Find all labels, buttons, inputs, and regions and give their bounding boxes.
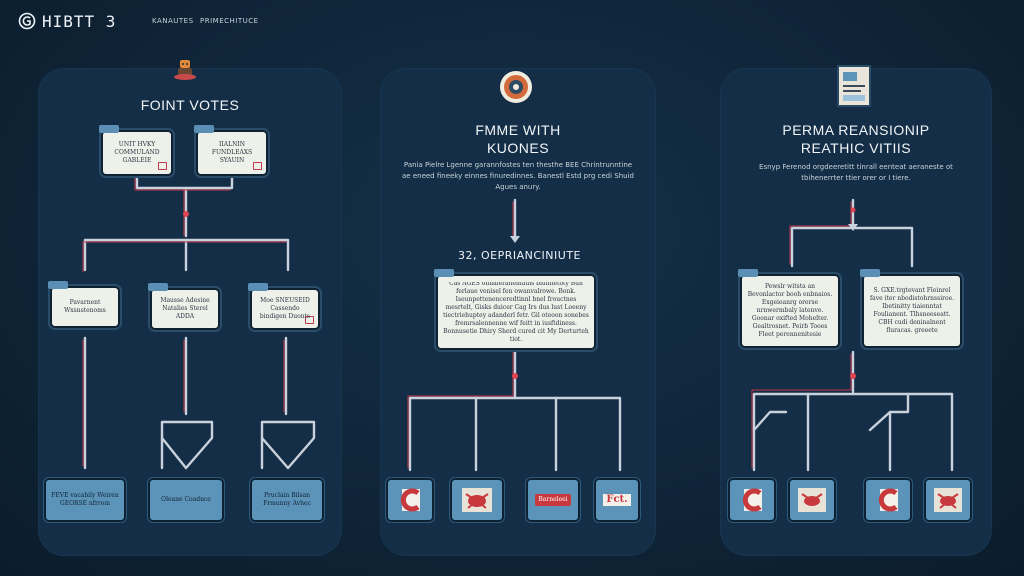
- crab-icon: [934, 488, 962, 512]
- right-card-1[interactable]: Pewslr witsta an Bevonlactor booh enbnai…: [738, 269, 838, 346]
- panel-left-title: FOINT VOTES: [140, 97, 240, 113]
- leaf-text: Oleane Coadnce: [161, 496, 211, 503]
- panel-center-title-line2: KUONES: [486, 140, 550, 156]
- card-text: Cas AGES onnaleraneihauis biunnetoty Bun…: [443, 282, 589, 342]
- panel-center-section-heading: 32, OEPRIANCINIUTE: [458, 249, 581, 262]
- left-mid-card-1[interactable]: Pavarnent Wxsnstenoms: [48, 281, 118, 326]
- gear-emblem-icon: [500, 71, 532, 103]
- leaf-label: Fct.: [603, 494, 631, 506]
- card-text: S. GXE.trgtevant Fleinrel fave iter nbod…: [869, 287, 955, 334]
- right-leaf-2[interactable]: [790, 480, 834, 520]
- left-leaf-3[interactable]: Pruclain Bilsan Frmunny Avhec: [252, 480, 322, 520]
- right-leaf-3[interactable]: [866, 480, 910, 520]
- brand-name[interactable]: HIBTT 3: [42, 12, 117, 31]
- card-text: Pavarnent Wxsnstenoms: [64, 299, 106, 314]
- panel-right-title-line1: PERMA REANSIONIP: [782, 122, 930, 138]
- nav-item-kanautes[interactable]: KANAUTES: [152, 17, 194, 25]
- c-glyph-icon: [400, 488, 420, 512]
- top-bar: HIBTT 3 KANAUTES PRIMECHITUCE: [0, 0, 1024, 44]
- card-tag: [738, 269, 758, 277]
- left-mid-card-2[interactable]: Mausse Adesine Natalies Sterel ADDA: [148, 283, 218, 328]
- crab-icon: [798, 488, 826, 512]
- card-text: Moe SNEUSEID Cassendo bindigen Duonts: [259, 297, 311, 320]
- document-icon: [837, 65, 871, 107]
- card-tag: [48, 281, 68, 289]
- card-tag: [148, 283, 168, 291]
- c-glyph-icon: [878, 488, 898, 512]
- card-tag: [99, 125, 119, 133]
- card-tag: [248, 283, 268, 291]
- left-top-card-1[interactable]: UNIT HVKY COMMULAND GABLEIE: [99, 125, 171, 174]
- card-text: IIALNIN FUNDLEAXS SYAUIN: [211, 141, 253, 164]
- leaf-text: FEVE vacabily Weiren GEORSE nfrrom: [51, 492, 119, 507]
- left-leaf-2[interactable]: Oleane Coadnce: [150, 480, 222, 520]
- center-leaf-1[interactable]: [388, 480, 432, 520]
- card-tag: [860, 269, 880, 277]
- center-leaf-2[interactable]: [452, 480, 502, 520]
- card-flag-icon: [305, 316, 314, 324]
- panel-center-title-line1: FMME WITH: [475, 122, 561, 138]
- card-flag-icon: [253, 162, 262, 170]
- card-tag: [434, 269, 454, 277]
- card-tag: [194, 125, 214, 133]
- center-leaf-3[interactable]: Barneleei: [528, 480, 578, 520]
- left-leaf-1[interactable]: FEVE vacabily Weiren GEORSE nfrrom: [46, 480, 124, 520]
- card-flag-icon: [158, 162, 167, 170]
- leaf-label: Barneleei: [535, 494, 571, 506]
- left-mid-card-3[interactable]: Moe SNEUSEID Cassendo bindigen Duonts: [248, 283, 318, 328]
- logo-icon[interactable]: [18, 12, 36, 30]
- panel-right-title-line2: REATHIC VITIIS: [800, 140, 912, 156]
- left-top-card-2[interactable]: IIALNIN FUNDLEAXS SYAUIN: [194, 125, 266, 174]
- c-glyph-icon: [742, 488, 762, 512]
- right-leaf-4[interactable]: [926, 480, 970, 520]
- panel-right-description: Esnyp Ferenod orgdeeretitt tinrall eente…: [759, 163, 953, 182]
- crab-icon: [462, 488, 492, 512]
- card-text: UNIT HVKY COMMULAND GABLEIE: [114, 141, 160, 164]
- nav-item-primechituce[interactable]: PRIMECHITUCE: [200, 17, 259, 25]
- right-leaf-1[interactable]: [730, 480, 774, 520]
- center-main-card[interactable]: Cas AGES onnaleraneihauis biunnetoty Bun…: [434, 269, 594, 348]
- leaf-text: Fct.: [600, 484, 634, 516]
- right-card-2[interactable]: S. GXE.trgtevant Fleinrel fave iter nbod…: [860, 269, 960, 346]
- center-leaf-4[interactable]: Fct.: [596, 480, 638, 520]
- card-text: Pewslr witsta an Bevonlactor booh enbnai…: [747, 283, 833, 338]
- leaf-text: Barneleei: [532, 484, 574, 516]
- panel-center-description: Pania Pielre Lgenne garannfostes ten the…: [402, 161, 634, 191]
- robot-icon: [174, 60, 196, 80]
- leaf-text: Pruclain Bilsan Frmunny Avhec: [263, 492, 311, 507]
- card-text: Mausse Adesine Natalies Sterel ADDA: [160, 297, 210, 320]
